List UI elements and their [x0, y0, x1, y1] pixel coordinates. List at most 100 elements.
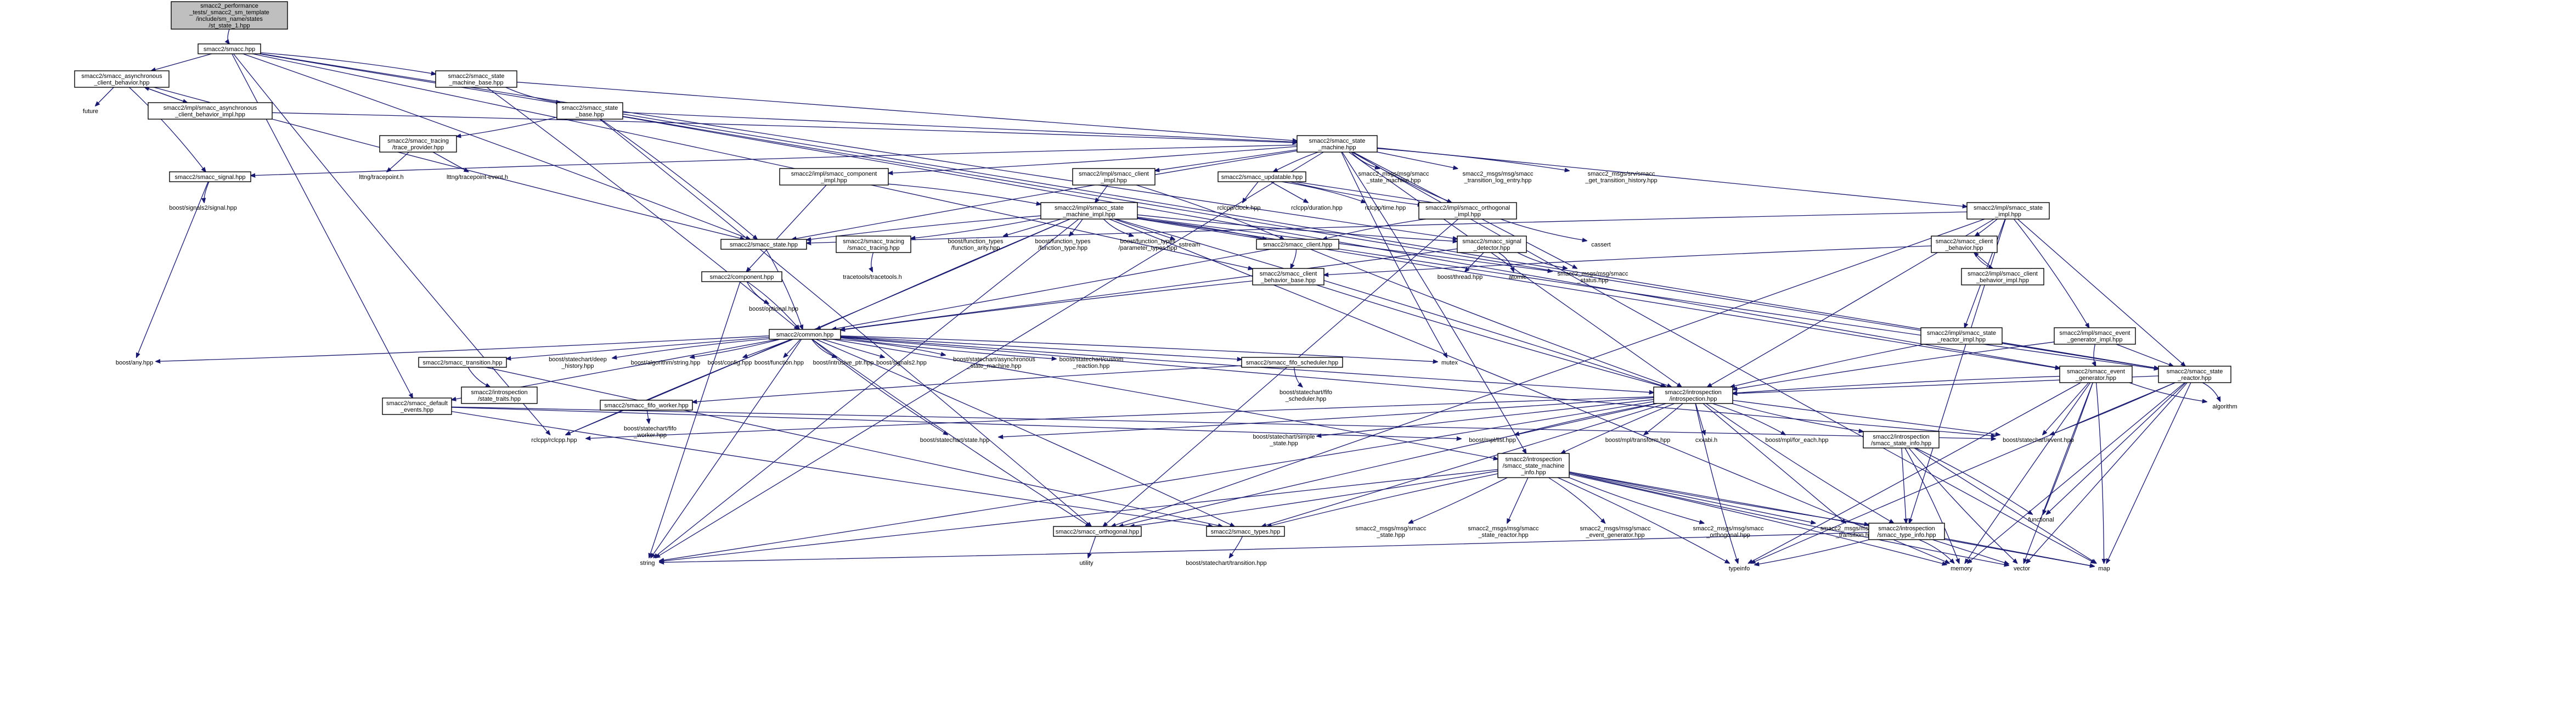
node-label-line: _worker.hpp [633, 432, 667, 439]
edge-sm_info-to-msg_state [1409, 477, 1508, 523]
edge-state_machine_base-to-state_machine [516, 81, 1297, 141]
node-state_reactor[interactable]: smacc2/smacc_state_reactor.hpp [2158, 366, 2231, 383]
node-event_generator_impl[interactable]: smacc2/impl/smacc_event_generator_impl.h… [2054, 327, 2136, 345]
node-orthogonal_impl[interactable]: smacc2/impl/smacc_orthogonal_impl.hpp [1418, 202, 1517, 220]
node-client_behavior[interactable]: smacc2/smacc_client_behavior.hpp [1931, 236, 1998, 253]
edge-state_info-to-vector [1908, 447, 2017, 563]
node-signal[interactable]: smacc2/smacc_signal.hpp [169, 171, 251, 182]
edge-signal_detector-to-msg_status [1517, 252, 1567, 268]
node-default_events[interactable]: smacc2/smacc_default_events.hpp [382, 397, 452, 415]
node-component[interactable]: smacc2/component.hpp [701, 271, 782, 282]
node-state_machine_base[interactable]: smacc2/smacc_state_machine_base.hpp [435, 70, 517, 88]
node-algorithm: algorithm [2212, 403, 2237, 410]
node-label-line: smacc2_msgs/msg/smacc [1580, 525, 1651, 532]
node-cxxabi: cxxabi.h [1695, 437, 1717, 444]
node-label-line: _machine_impl.hpp [1062, 211, 1115, 218]
edge-updatable-to-optional [1294, 181, 1451, 205]
node-rclcpp_duration: rclcpp/duration.hpp [1291, 205, 1343, 211]
node-client[interactable]: smacc2/smacc_client.hpp [1256, 239, 1339, 250]
node-smacc[interactable]: smacc2/smacc.hpp [198, 43, 261, 54]
edge-state_machine_impl-to-string [653, 218, 1079, 558]
node-label-line: _get_transition_history.hpp [1585, 177, 1657, 184]
edge-common-to-orthogonal [811, 339, 1090, 526]
node-tracing[interactable]: smacc2/smacc_tracing/smacc_tracing.hpp [836, 236, 911, 253]
edge-transition-to-smacc_types [485, 367, 1223, 526]
edge-sm_info-to-msg_event_gen [1548, 477, 1605, 523]
edge-sm_info-to-typeinfo [1557, 477, 1729, 563]
node-label-line: boost/any.hpp [116, 360, 153, 366]
node-client_impl[interactable]: smacc2/impl/smacc_client_impl.hpp [1072, 168, 1155, 186]
node-updatable[interactable]: smacc2/smacc_updatable.hpp [1217, 171, 1306, 182]
node-label-line: boost/statechart/asynchronous [953, 356, 1035, 363]
node-sm_info[interactable]: smacc2/introspection/smacc_state_machine… [1497, 453, 1570, 478]
node-label-line: smacc2/smacc.hpp [204, 46, 255, 53]
edge-state_base-to-orthogonal [599, 119, 1091, 526]
node-state_info[interactable]: smacc2/introspection/smacc_state_info.hp… [1863, 431, 1940, 449]
edge-smacc-to-state_machine_base [260, 52, 436, 74]
node-root[interactable]: smacc2_performance_tests/_smacc2_sm_temp… [171, 1, 288, 30]
node-box [198, 43, 261, 54]
node-label-line: boost/function.hpp [754, 360, 804, 366]
node-state_machine_impl[interactable]: smacc2/impl/smacc_state_machine_impl.hpp [1040, 202, 1138, 220]
node-common[interactable]: smacc2/common.hpp [769, 329, 841, 340]
node-lttng_tp: lttng/tracepoint.h [359, 174, 403, 181]
edge-state_base-to-event_generator [622, 116, 2060, 368]
node-tracing_provider[interactable]: smacc2/smacc_tracing/trace_provider.hpp [379, 135, 457, 153]
edge-client_behavior_impl-to-client_behavior [1974, 253, 1993, 269]
node-box [74, 70, 170, 88]
edge-state_impl-to-client_behavior [1975, 218, 1998, 236]
edge-introspection-to-smacc_types [1262, 403, 1666, 526]
edge-event_generator-to-typeinfo [1749, 382, 2081, 563]
node-fifo_scheduler[interactable]: smacc2/smacc_fifo_scheduler.hpp [1241, 357, 1343, 368]
node-transition[interactable]: smacc2/smacc_transition.hpp [418, 357, 507, 368]
node-introspection[interactable]: smacc2/introspection/introspection.hpp [1653, 386, 1733, 404]
node-custom_reaction: boost/statechart/custom_reaction.hpp [1059, 356, 1124, 369]
node-label-line: utility [1079, 560, 1093, 567]
node-orthogonal[interactable]: smacc2/smacc_orthogonal.hpp [1053, 526, 1142, 537]
node-async_behavior[interactable]: smacc2/smacc_asynchronous_client_behavio… [74, 70, 170, 88]
node-label-line: _events.hpp [400, 407, 433, 413]
edge-common-to-signals2 [821, 339, 884, 357]
node-state_reactor_impl[interactable]: smacc2/impl/smacc_state_reactor_impl.hpp [1920, 327, 2003, 345]
edge-sm_info-to-msg_orthogonal [1569, 477, 1704, 523]
edge-state_impl-to-type_info [1909, 218, 2006, 523]
edge-common-to-transition [506, 337, 770, 358]
node-state_machine[interactable]: smacc2/smacc_state_machine.hpp [1297, 135, 1378, 153]
edge-state_machine_impl-to-tracing [911, 218, 1041, 239]
node-label-line: boost/statechart/deep [549, 356, 607, 363]
node-mpl_transform: boost/mpl/transform.hpp [1605, 437, 1671, 444]
node-label-line: tracetools/tracetools.h [843, 274, 902, 281]
node-atomic: atomic [1509, 274, 1527, 281]
node-sc_event: boost/statechart/event.hpp [2003, 437, 2074, 444]
node-component_impl[interactable]: smacc2/impl/smacc_component_impl.hpp [779, 168, 889, 186]
edge-common-to-string [651, 339, 802, 558]
edge-state_machine-to-sm_info [1341, 152, 1526, 453]
node-typeinfo: typeinfo [1729, 565, 1750, 572]
node-smacc_types[interactable]: smacc2/smacc_types.hpp [1206, 526, 1285, 537]
edge-orthogonal_impl-to-cassert [1500, 218, 1587, 240]
node-boost_signal: boost/signals2/signal.hpp [169, 205, 237, 211]
node-smacc_state[interactable]: smacc2/smacc_state.hpp [720, 239, 807, 250]
node-label-line: _state_machine.hpp [966, 363, 1021, 369]
edge-sm_info-to-msg_transition [1569, 472, 1816, 523]
node-type_info[interactable]: smacc2/introspection/smacc_type_info.hpp [1868, 523, 1945, 540]
node-event_generator[interactable]: smacc2/smacc_event_generator.hpp [2059, 366, 2133, 383]
node-client_behavior_base[interactable]: smacc2/smacc_client_behavior_base.hpp [1252, 268, 1324, 285]
node-label-line: boost/signals2/signal.hpp [169, 205, 237, 211]
node-layer: smacc2_performance_tests/_smacc2_sm_temp… [74, 1, 2237, 572]
node-state_impl[interactable]: smacc2/impl/smacc_state_impl.hpp [1966, 202, 2050, 220]
node-deep_history: boost/statechart/deep_history.hpp [549, 356, 607, 369]
node-fifo_worker[interactable]: smacc2/smacc_fifo_worker.hpp [600, 400, 693, 411]
node-async_behavior_impl[interactable]: smacc2/impl/smacc_asynchronous_client_be… [148, 102, 273, 120]
node-label-line: _reactor.hpp [2177, 375, 2211, 382]
node-box [836, 236, 911, 253]
node-state_base[interactable]: smacc2/smacc_state_base.hpp [556, 102, 623, 120]
node-client_behavior_impl[interactable]: smacc2/impl/smacc_client_behavior_impl.h… [1961, 268, 2044, 285]
edge-event_generator_impl-to-state_reactor [2116, 344, 2173, 366]
edge-event_generator-to-functional [2043, 382, 2093, 514]
node-label-line: _machine_base.hpp [448, 80, 503, 86]
edge-state_machine_impl-to-memory [1109, 218, 1949, 563]
node-introspection_st[interactable]: smacc2/introspection/state_traits.hpp [461, 386, 538, 404]
node-signal_detector[interactable]: smacc2/smacc_signal_detector.hpp [1457, 236, 1527, 253]
node-box [1256, 239, 1339, 250]
